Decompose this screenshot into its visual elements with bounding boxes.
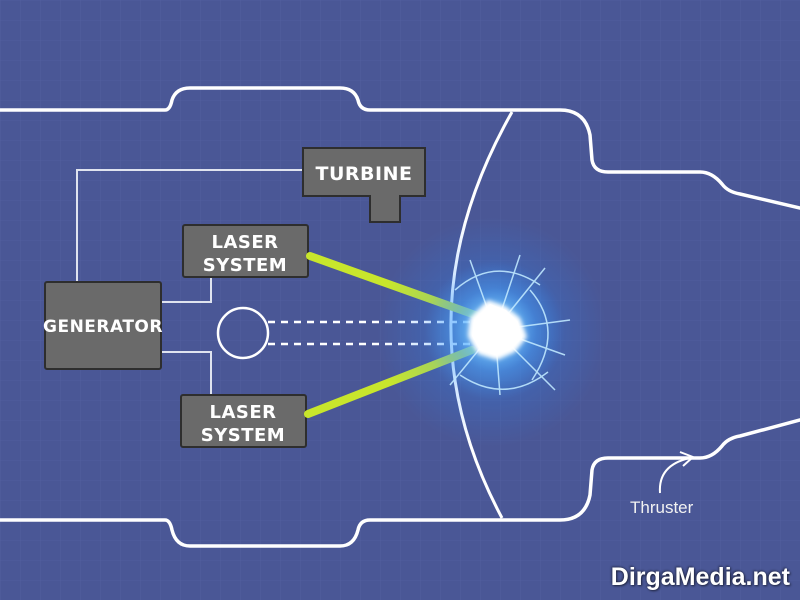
engine-outline-bottom xyxy=(0,418,800,548)
thruster-arrowhead xyxy=(679,451,694,467)
generator-box: GENERATOR xyxy=(43,281,163,370)
laser-system-top-box: LASER SYSTEM xyxy=(182,224,309,278)
laser-bottom-label-line1: LASER xyxy=(209,402,276,423)
engine-outline-top xyxy=(0,86,800,210)
laser-top-label-line1: LASER xyxy=(211,232,278,253)
laser-bottom-label-line2: SYSTEM xyxy=(201,425,285,446)
fuel-pellet-circle xyxy=(216,306,270,360)
turbine-box: TURBINE xyxy=(302,147,426,223)
thruster-label: Thruster xyxy=(630,498,694,517)
laser-top-label-line2: SYSTEM xyxy=(203,255,287,276)
generator-label: GENERATOR xyxy=(43,317,163,337)
plasma-burst xyxy=(377,217,607,447)
thruster-arrow xyxy=(658,457,691,494)
watermark: DirgaMedia.net xyxy=(610,563,790,591)
laser-system-bottom-box: LASER SYSTEM xyxy=(180,394,307,448)
turbine-label: TURBINE xyxy=(316,163,413,185)
